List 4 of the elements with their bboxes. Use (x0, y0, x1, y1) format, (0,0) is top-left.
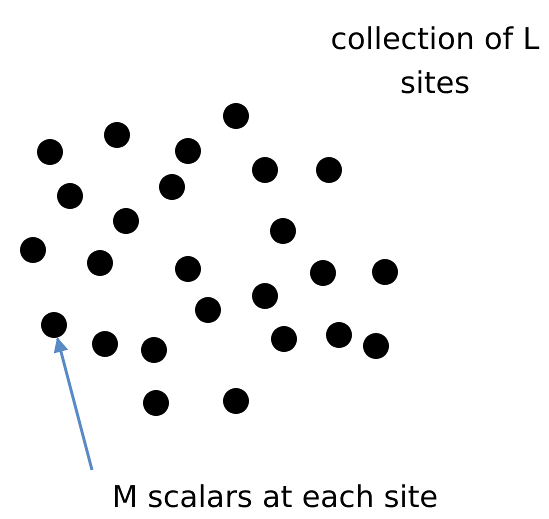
annotation-text: M scalars at each site (90, 476, 460, 519)
leader-line (54, 337, 94, 470)
annotation-text: collection of L sites (330, 21, 540, 103)
site-dot (41, 312, 67, 338)
